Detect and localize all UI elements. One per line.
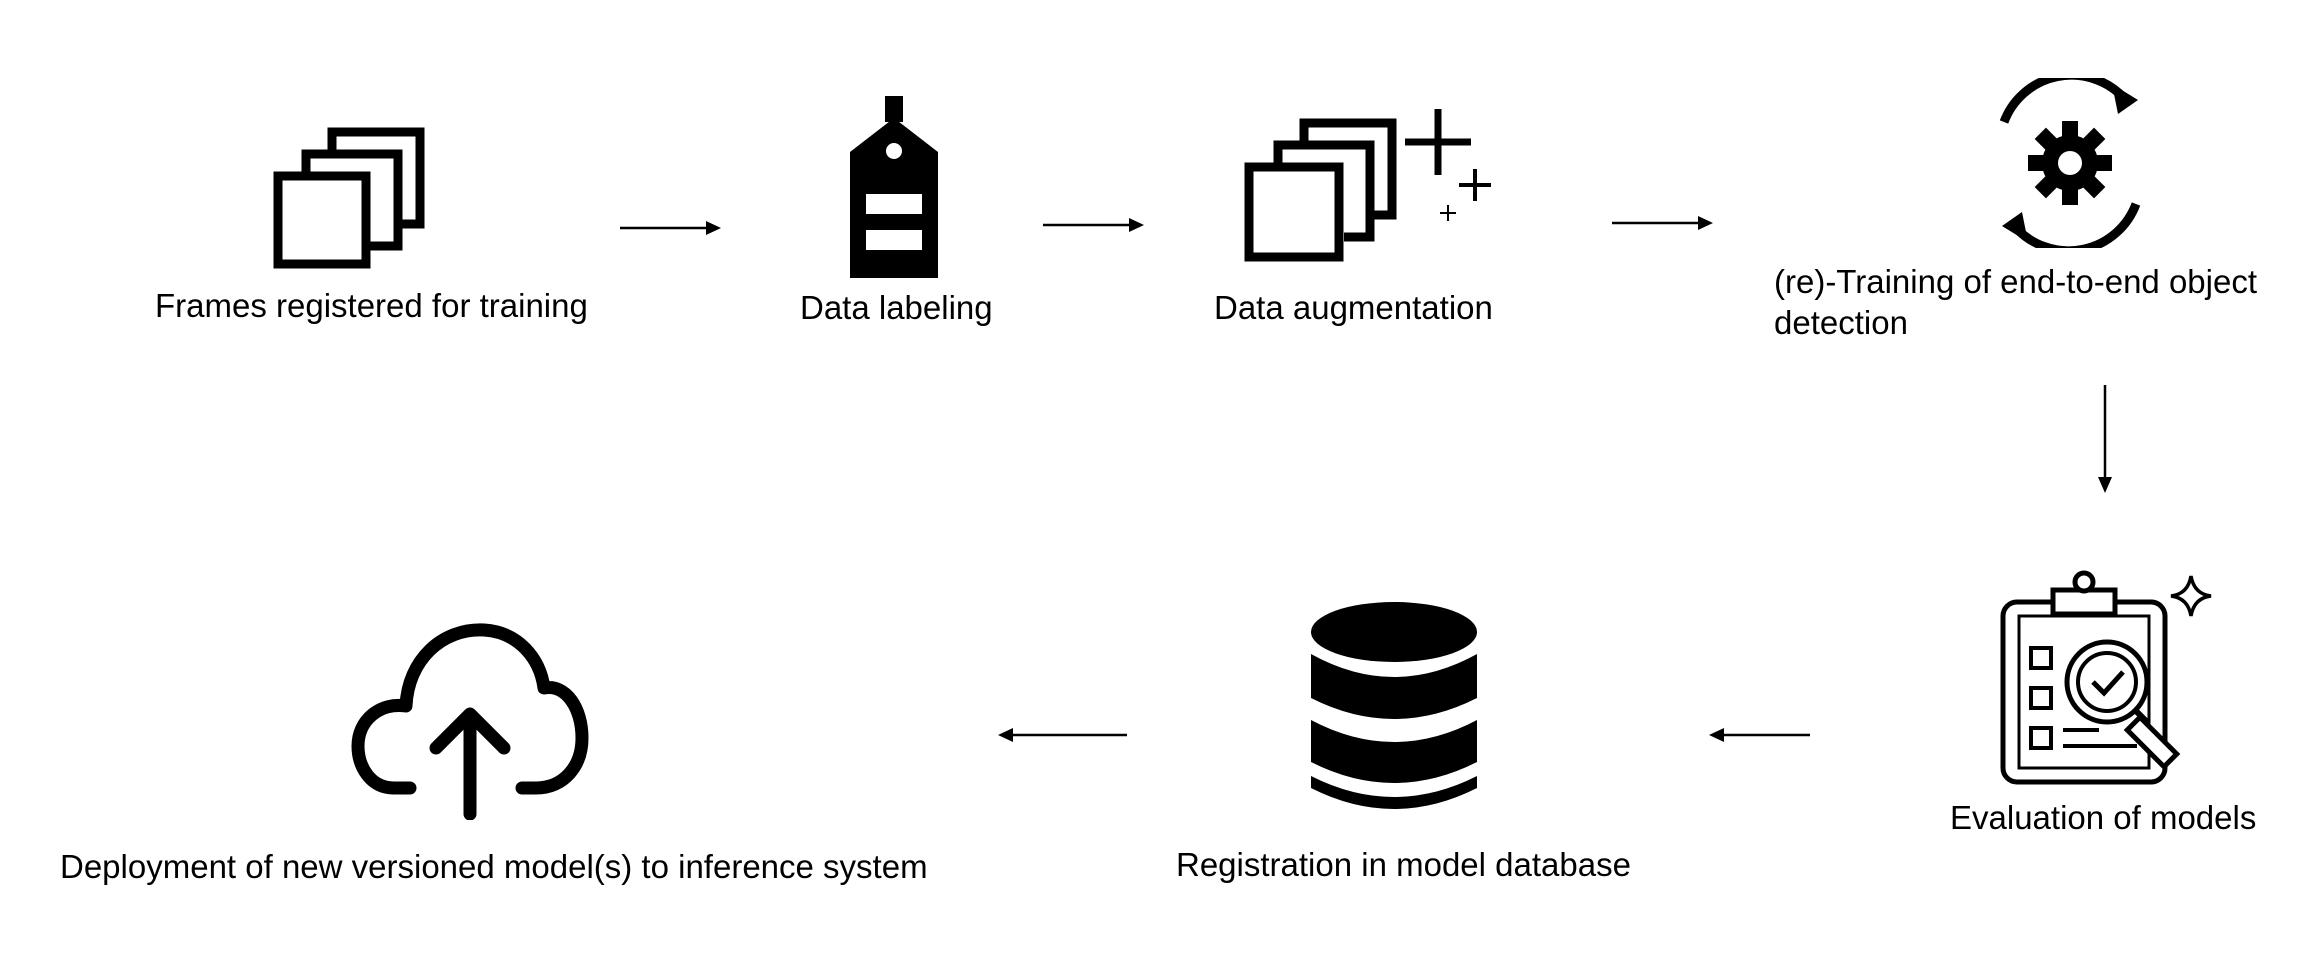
database-icon [1311,602,1477,809]
step-label-training-line2: detection [1774,304,1908,341]
tag-icon [850,96,938,278]
step-label-registration: Registration in model database [1176,846,1631,883]
step-label-deployment: Deployment of new versioned model(s) to … [60,848,928,885]
stacked-frames-icon [273,127,425,269]
gear-cycle-icon [1999,78,2141,248]
clipboard-magnifier-icon [2000,570,2212,785]
arrow-4-to-5 [2098,385,2112,493]
arrow-3-to-4 [1612,216,1713,230]
step-label-frames: Frames registered for training [155,287,588,324]
arrow-6-to-7 [998,728,1127,742]
frames-plus-icon [1244,109,1491,262]
arrow-1-to-2 [620,221,721,235]
step-label-labeling: Data labeling [800,289,993,326]
step-label-augmentation: Data augmentation [1214,289,1493,326]
arrow-2-to-3 [1043,218,1144,232]
arrow-5-to-6 [1709,728,1810,742]
cloud-upload-icon [351,623,589,820]
step-label-training: (re)-Training of end-to-end object [1774,263,2258,300]
step-label-evaluation: Evaluation of models [1950,799,2257,836]
